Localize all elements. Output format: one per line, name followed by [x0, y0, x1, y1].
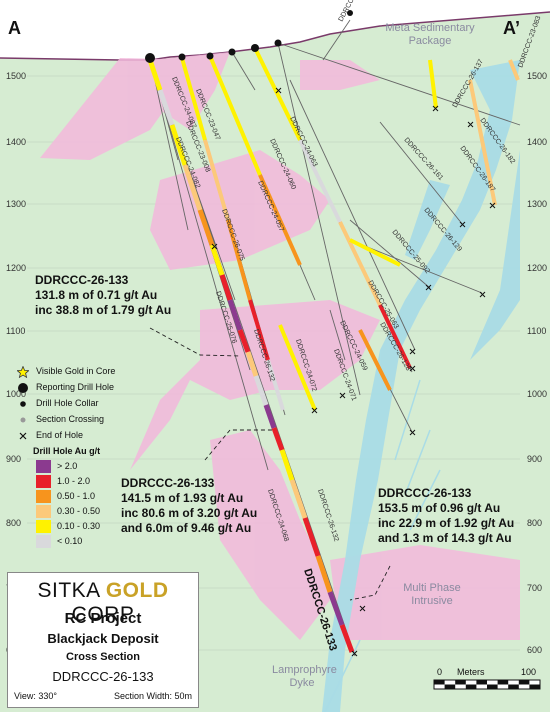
intrusive-label: Multi Phase Intrusive [403, 582, 461, 607]
sky-area [0, 0, 550, 60]
legend-label: Drill Hole Collar [36, 398, 99, 408]
section-width: Section Width: 50m [114, 691, 193, 701]
annotation-line: inc 22.9 m of 1.92 g/t Au [378, 516, 515, 530]
legend-label: Visible Gold in Core [36, 366, 116, 376]
annotation-line: DDRCCC-26-133 [121, 476, 215, 490]
result-annotation-1: DDRCCC-26-133 131.8 m of 0.71 g/t Au inc… [35, 273, 171, 318]
annotation-line: 153.5 m of 0.96 g/t Au [378, 501, 501, 515]
deposit-title: Blackjack Deposit [47, 631, 159, 646]
annotation-line: DDRCCC-26-133 [35, 273, 129, 287]
elevation-label-right: 1300 [527, 199, 548, 209]
legend-reporting-hole: Reporting Drill Hole [18, 382, 115, 393]
elevation-label-left: 800 [6, 518, 22, 528]
elevation-label-left: 1100 [6, 326, 26, 336]
elevation-label-left: 1300 [6, 199, 27, 209]
scale-end-label: 100 [521, 667, 537, 677]
elevation-label-right: 800 [527, 518, 543, 528]
grey-dot-icon [16, 414, 30, 426]
structure-lines [324, 379, 441, 712]
annotation-line: and 1.3 m of 14.3 g/t Au [378, 531, 512, 545]
scale-start-label: 0 [437, 667, 443, 677]
grade-label: 0.30 - 0.50 [57, 506, 101, 516]
legend-collar: Drill Hole Collar [20, 398, 99, 408]
elevation-label-left: 1500 [6, 71, 27, 81]
annotation-line: 131.8 m of 0.71 g/t Au [35, 288, 158, 302]
cross-icon [16, 430, 30, 442]
elevation-label-right: 1400 [527, 137, 548, 147]
meta-sediment-label: Meta Sedimentary Package [385, 22, 475, 47]
hole-label: DDRCCC-26-161 [403, 137, 445, 182]
elevation-label-right: 1000 [527, 389, 548, 399]
grade-label: 1.0 - 2.0 [57, 476, 91, 486]
grade-label: 0.10 - 0.30 [57, 521, 101, 531]
intrusive-bodies [40, 52, 520, 640]
result-annotation-3: DDRCCC-26-133 153.5 m of 0.96 g/t Au inc… [378, 486, 514, 546]
elevation-label-right: 1100 [527, 326, 547, 336]
elevation-label-right: 600 [527, 645, 543, 655]
section-label-a-prime: A’ [503, 18, 521, 38]
grade-swatch [36, 460, 51, 473]
company-logo: SITKA GOLD CORP [37, 579, 169, 626]
grade-swatch [36, 520, 51, 533]
grade-legend-title: Drill Hole Au g/t [33, 446, 101, 456]
grade-swatch [36, 535, 51, 548]
scale-bar [433, 679, 541, 690]
title-block: SITKA GOLD CORP RC Project Blackjack Dep… [7, 572, 199, 708]
grade-label: 0.50 - 1.0 [57, 491, 96, 501]
large-dot-icon [16, 382, 30, 394]
legend-label: End of Hole [36, 430, 84, 440]
annotation-line: inc 38.8 m of 1.79 g/t Au [35, 303, 172, 317]
section-kind: Cross Section [66, 651, 140, 663]
grade-label: > 2.0 [57, 461, 78, 471]
star-icon [16, 366, 30, 378]
elevation-label-right: 900 [527, 454, 543, 464]
grade-swatch [36, 475, 51, 488]
elevation-label-left: 900 [6, 454, 22, 464]
elevation-label-left: 1400 [6, 137, 27, 147]
annotation-line: and 6.0m of 9.46 g/t Au [121, 521, 252, 535]
hole-label: DDRCCC-26-132 [316, 488, 340, 542]
dyke-bodies [322, 60, 520, 712]
elevation-label-right: 700 [527, 583, 543, 593]
grade-label: < 0.10 [57, 536, 83, 546]
result-annotation-2: DDRCCC-26-133 141.5 m of 1.93 g/t Au inc… [121, 476, 257, 536]
annotation-line: DDRCCC-26-133 [378, 486, 472, 500]
end-of-hole-markers [211, 87, 496, 657]
elevation-label-left: 1000 [6, 389, 27, 399]
small-dot-icon [16, 398, 30, 410]
collars [145, 10, 353, 63]
legend-end-of-hole: End of Hole [19, 430, 84, 440]
legend-label: Reporting Drill Hole [36, 382, 115, 392]
dyke-label: Lamprophyre Dyke [272, 664, 337, 689]
view-azimuth: View: 330° [14, 691, 57, 701]
hole-label: DDRCCC-23-083 [517, 15, 542, 69]
section-hole-id: DDRCCC-26-133 [52, 669, 154, 684]
legend-visible-gold: Visible Gold in Core [17, 366, 116, 378]
grade-swatch [36, 490, 51, 503]
annotation-line: inc 80.6 m of 3.20 g/t Au [121, 506, 258, 520]
grade-swatch [36, 505, 51, 518]
project-title: RC Project [64, 610, 142, 627]
leader-lines [149, 327, 391, 601]
elevation-label-right: 1200 [527, 263, 548, 273]
elevation-label-right: 1500 [527, 71, 548, 81]
legend-section-crossing: Section Crossing [20, 414, 105, 424]
elevation-label-left: 1200 [6, 263, 27, 273]
legend-label: Section Crossing [36, 414, 105, 424]
assay-intervals-26-133 [147, 59, 355, 653]
section-label-a: A [8, 18, 21, 38]
scale-unit-label: Meters [457, 667, 485, 677]
annotation-line: 141.5 m of 1.93 g/t Au [121, 491, 244, 505]
assay-intervals-other [180, 47, 520, 411]
